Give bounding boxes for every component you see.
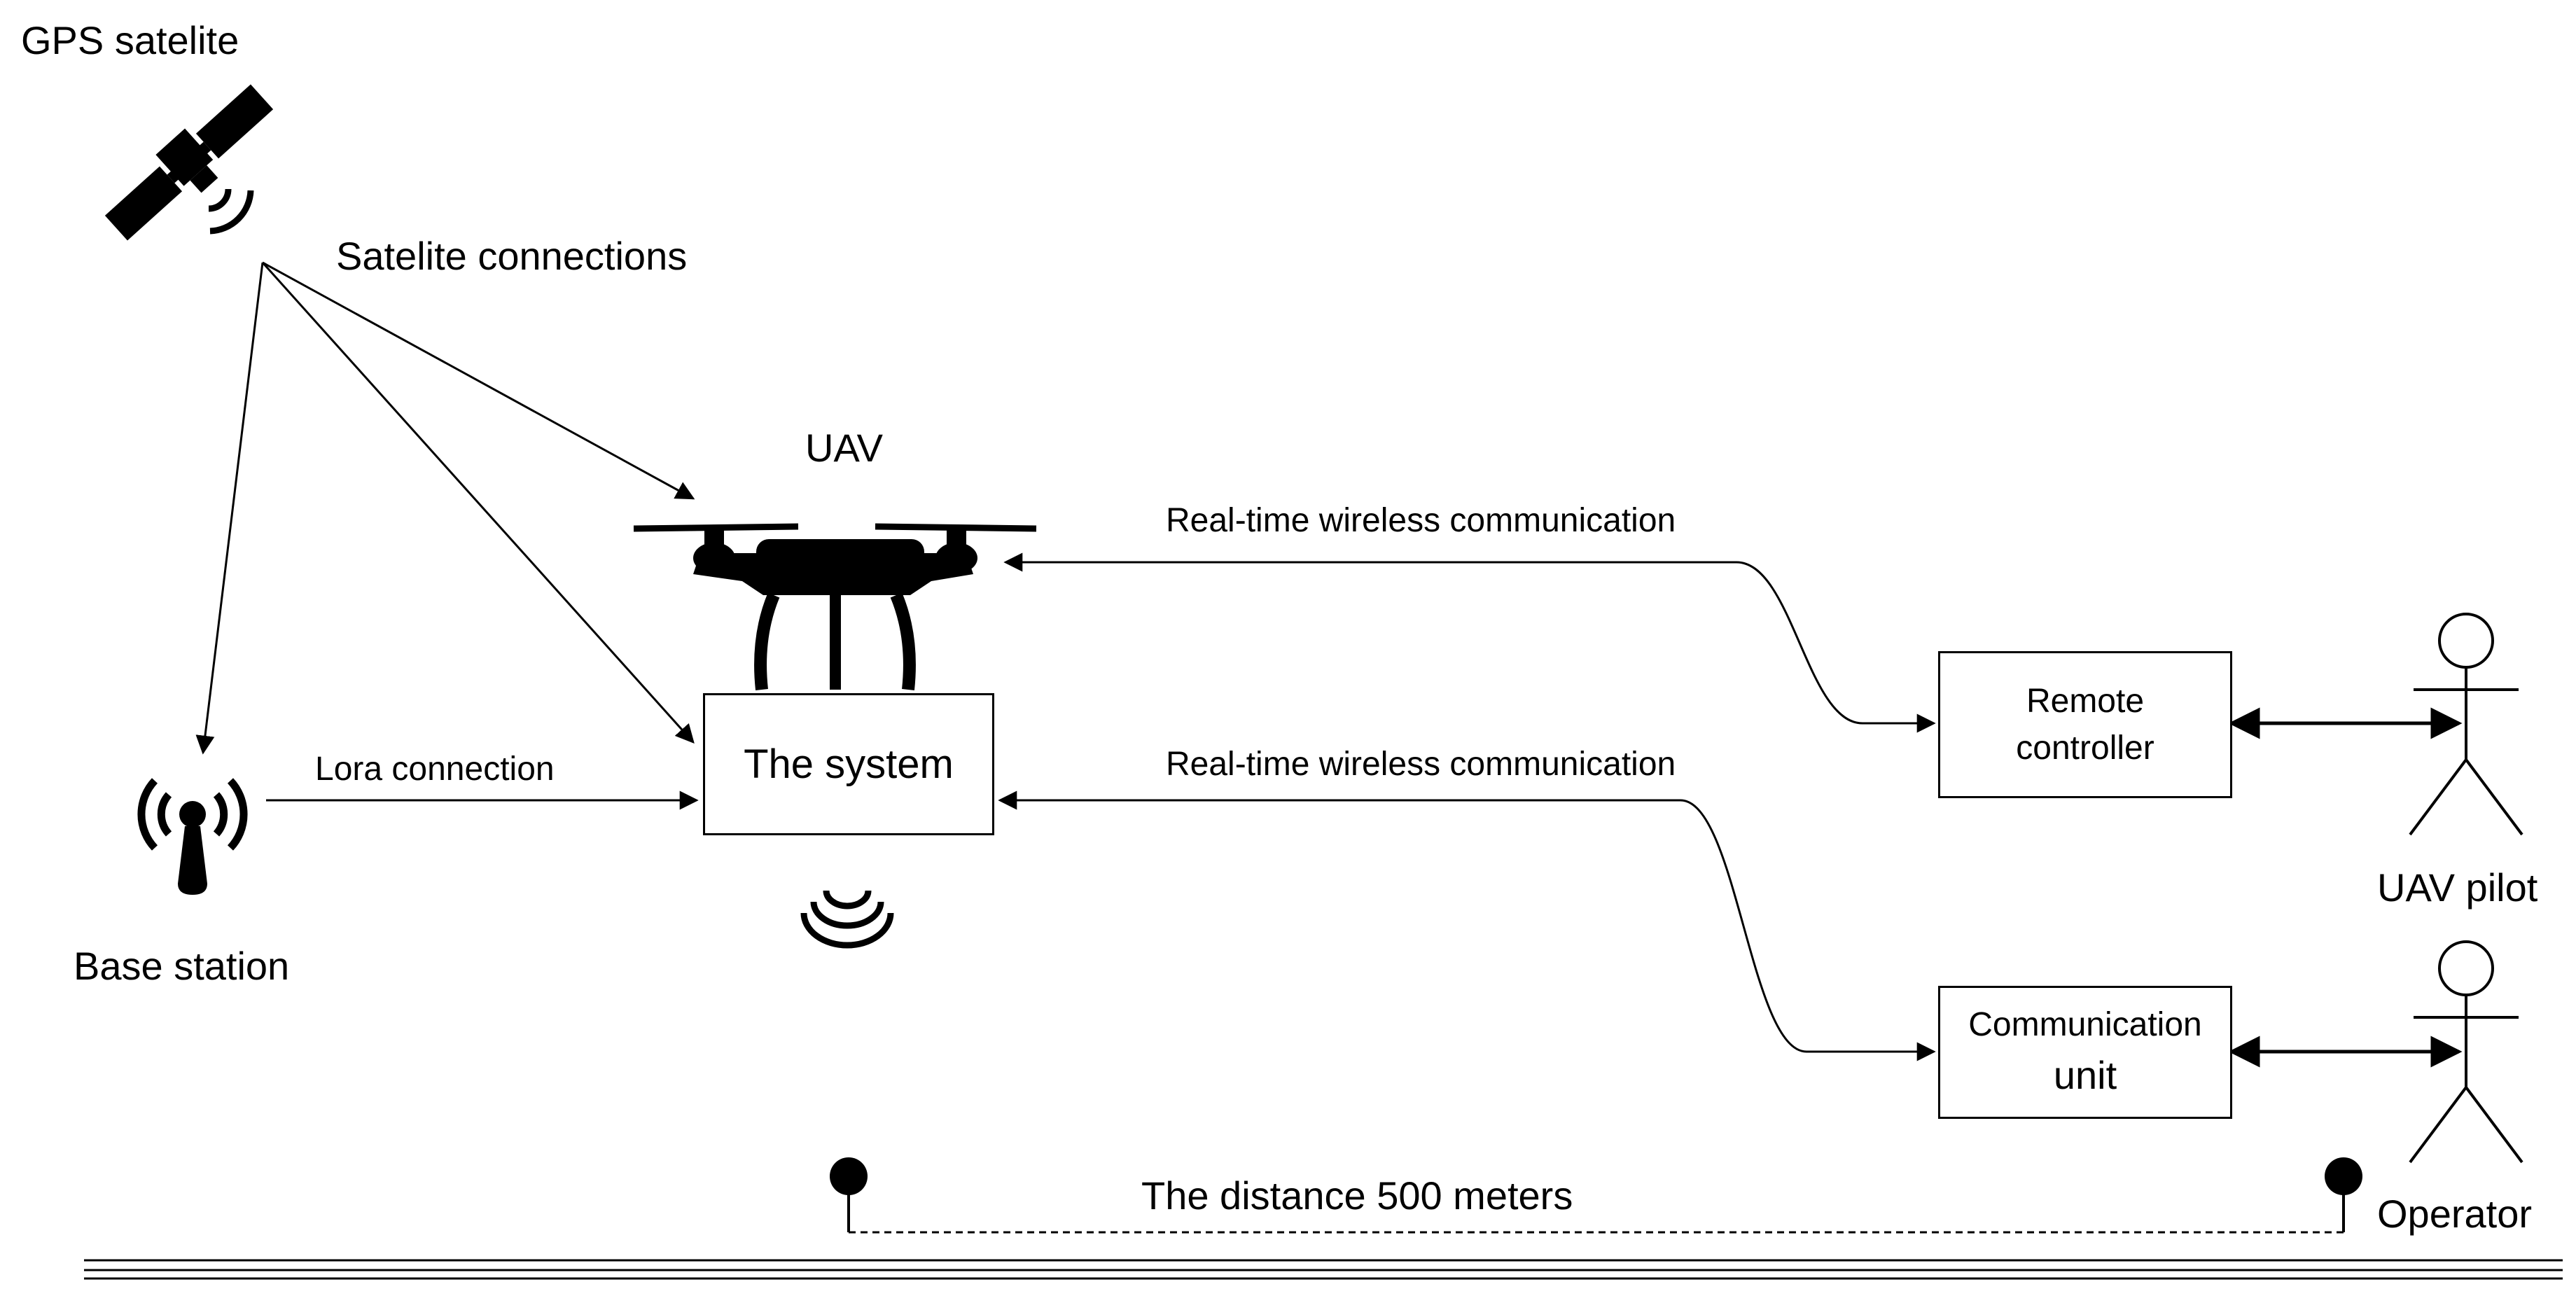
distance-marker-left	[830, 1157, 868, 1232]
satellite-connection-arrows	[195, 261, 695, 755]
base-station-label: Base station	[74, 944, 290, 988]
remote-controller-line1: Remote	[2026, 682, 2145, 720]
uav-pilot-label: UAV pilot	[2377, 865, 2538, 910]
communication-unit-line1: Communication	[1968, 1006, 2202, 1044]
communication-unit-line2: unit	[2053, 1053, 2117, 1098]
remote-controller-box: Remote controller	[1938, 651, 2232, 798]
antenna-icon	[137, 778, 248, 895]
lora-connection-label: Lora connection	[315, 751, 555, 788]
communication-unit-box: Communication unit	[1938, 986, 2232, 1119]
rtwc-bottom-label: Real-time wireless communication	[1166, 746, 1676, 783]
uav-label: UAV	[805, 426, 883, 470]
remote-controller-line2: controller	[2016, 730, 2154, 767]
distance-marker-right	[2325, 1157, 2362, 1232]
system-comm-link	[998, 790, 1936, 1061]
operator-label: Operator	[2377, 1192, 2532, 1236]
system-box-label: The system	[744, 741, 954, 787]
satellite-icon	[104, 84, 274, 241]
wireless-signal-icon	[800, 890, 894, 949]
satellite-connections-label: Satelite connections	[336, 234, 688, 278]
distance-label: The distance 500 meters	[1141, 1173, 1573, 1218]
operator-figure	[2409, 940, 2523, 1164]
rtwc-top-label: Real-time wireless communication	[1166, 502, 1676, 539]
satellite-signal-icon	[208, 188, 254, 235]
system-box: The system	[703, 693, 994, 835]
ground-line	[83, 1258, 2563, 1281]
uav-pilot-figure	[2409, 613, 2523, 836]
drone-icon	[633, 523, 1037, 690]
gps-satellite-label: GPS satelite	[21, 18, 239, 62]
uav-remote-link	[1003, 552, 1936, 733]
